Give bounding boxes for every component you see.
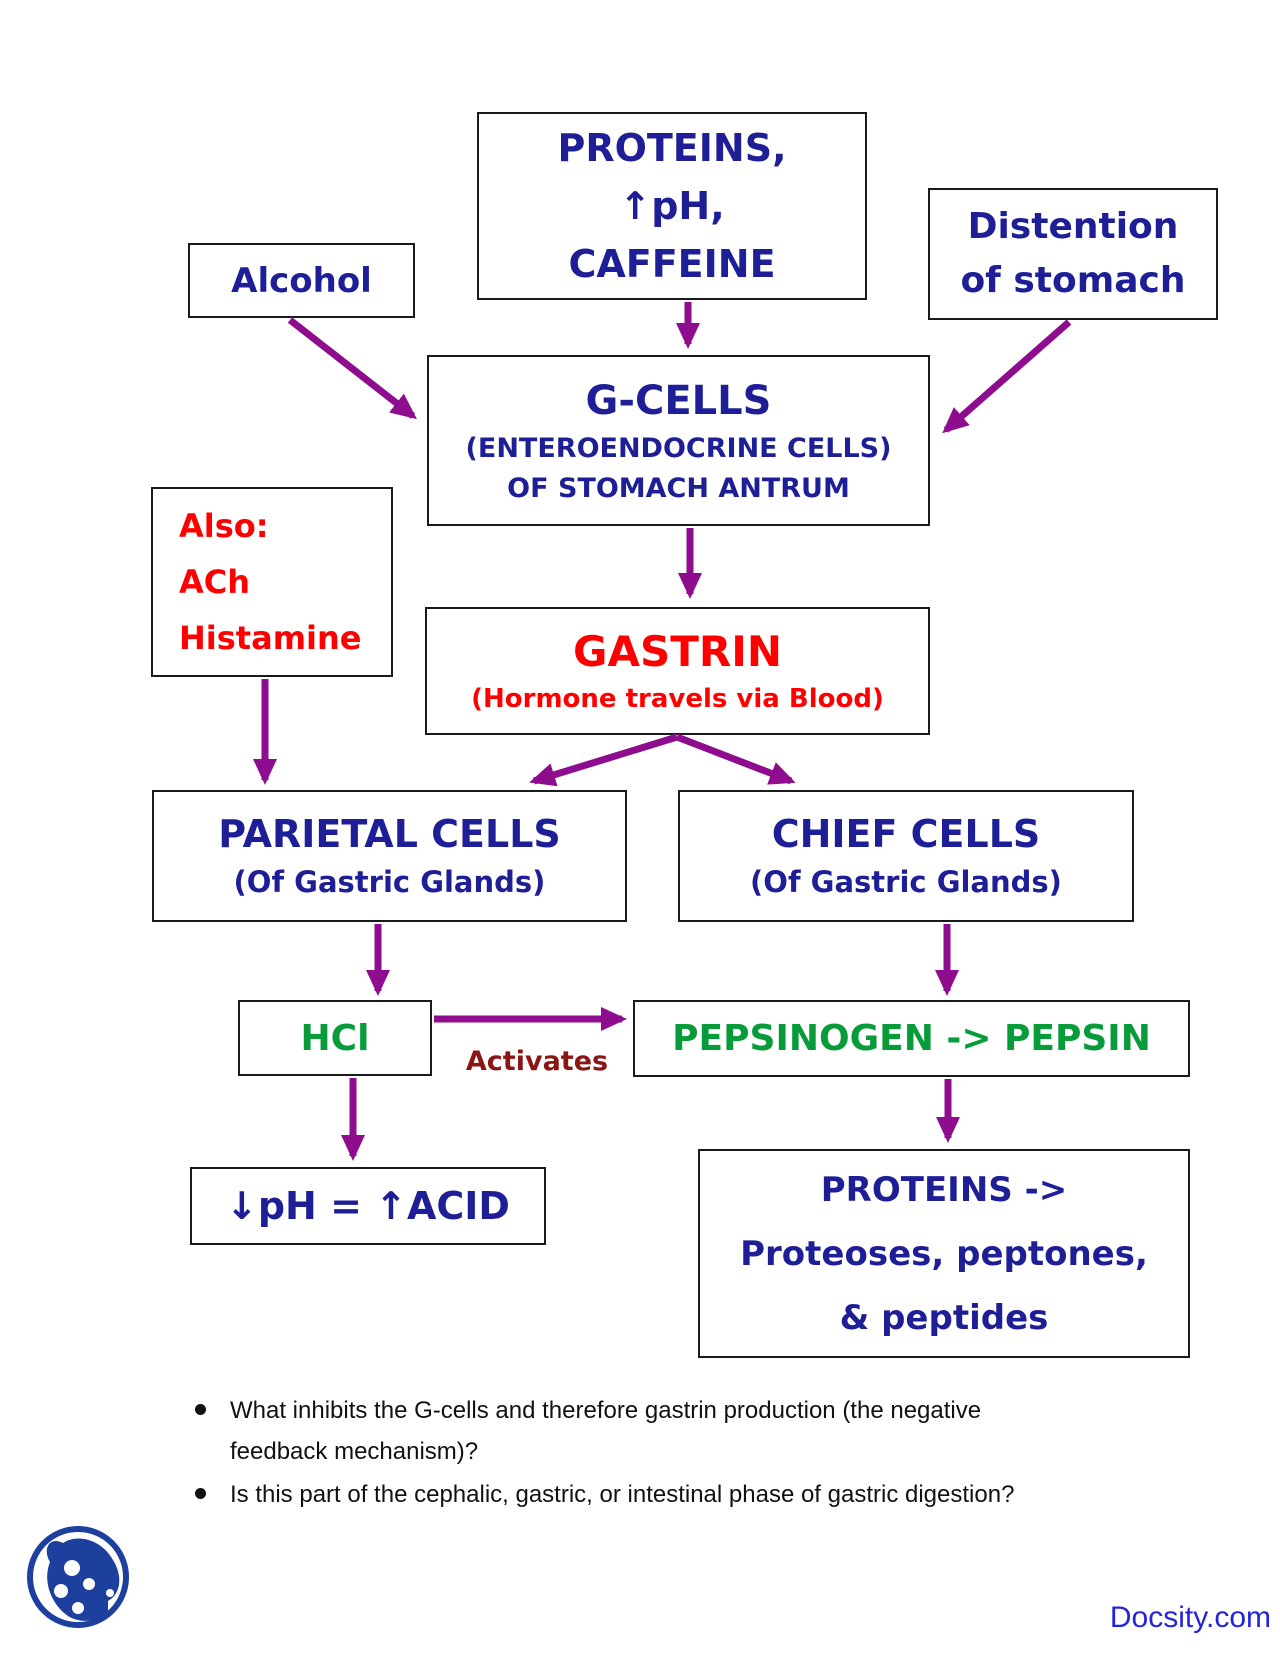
arrow-gastrin-to-parietal xyxy=(529,733,679,787)
note-item: What inhibits the G-cells and therefore … xyxy=(195,1390,1095,1472)
proteins-result-line-1: PROTEINS -> xyxy=(820,1169,1068,1210)
hcl-label: HCl xyxy=(300,1017,370,1059)
distention-line-1: Distention xyxy=(967,206,1179,247)
gastrin-title: GASTRIN xyxy=(573,627,782,676)
note-item: Is this part of the cephalic, gastric, o… xyxy=(195,1474,1095,1515)
chief-subtitle: (Of Gastric Glands) xyxy=(750,865,1062,899)
bullet-icon xyxy=(195,1404,206,1415)
chief-title: CHIEF CELLS xyxy=(771,812,1041,856)
also-line-3: Histamine xyxy=(179,619,362,657)
node-proteins-result: PROTEINS -> Proteoses, peptones, & pepti… xyxy=(698,1149,1190,1358)
bullet-icon xyxy=(195,1488,206,1499)
node-ph-acid: ↓pH = ↑ACID xyxy=(190,1167,546,1245)
gcells-subtitle-1: (ENTEROENDOCRINE CELLS) xyxy=(465,432,892,464)
activates-edge-label: Activates xyxy=(465,1046,609,1077)
node-chief-cells: CHIEF CELLS (Of Gastric Glands) xyxy=(678,790,1134,922)
arrow-alcohol-to-gcells xyxy=(287,317,417,420)
docsity-brand-link[interactable]: Docsity.com xyxy=(1109,1601,1271,1634)
docsity-ocarina-logo-icon xyxy=(27,1526,129,1628)
stimuli-line-1: PROTEINS, xyxy=(557,126,787,170)
gcells-title: G-CELLS xyxy=(585,377,772,424)
gastrin-subtitle: (Hormone travels via Blood) xyxy=(471,684,884,714)
node-parietal-cells: PARIETAL CELLS (Of Gastric Glands) xyxy=(152,790,627,922)
also-line-2: ACh xyxy=(179,563,251,601)
proteins-result-line-2: Proteoses, peptones, xyxy=(740,1233,1148,1274)
node-pepsinogen-pepsin: PEPSINOGEN -> PEPSIN xyxy=(633,1000,1190,1077)
node-stimuli-proteins-ph-caffeine: PROTEINS, ↑pH, CAFFEINE xyxy=(477,112,867,300)
gcells-subtitle-2: OF STOMACH ANTRUM xyxy=(507,472,850,504)
distention-line-2: of stomach xyxy=(960,260,1186,301)
alcohol-label: Alcohol xyxy=(231,260,372,301)
pepsinogen-label: PEPSINOGEN -> PEPSIN xyxy=(672,1018,1151,1059)
node-gcells: G-CELLS (ENTEROENDOCRINE CELLS) OF STOMA… xyxy=(427,355,930,526)
question-notes: What inhibits the G-cells and therefore … xyxy=(195,1390,1095,1517)
node-gastrin: GASTRIN (Hormone travels via Blood) xyxy=(425,607,930,735)
arrow-distention-to-gcells xyxy=(942,319,1072,434)
parietal-title: PARIETAL CELLS xyxy=(218,812,561,856)
ph-acid-label: ↓pH = ↑ACID xyxy=(226,1184,510,1228)
also-line-1: Also: xyxy=(179,507,269,545)
proteins-result-line-3: & peptides xyxy=(839,1297,1049,1338)
note-text-2: Is this part of the cephalic, gastric, o… xyxy=(230,1481,1015,1508)
node-also-ach-histamine: Also: ACh Histamine xyxy=(151,487,393,677)
node-distention: Distention of stomach xyxy=(928,188,1218,320)
stimuli-line-2: ↑pH, xyxy=(619,184,725,228)
stimuli-line-3: CAFFEINE xyxy=(568,242,776,286)
parietal-subtitle: (Of Gastric Glands) xyxy=(233,865,546,899)
note-text-1: What inhibits the G-cells and therefore … xyxy=(230,1397,982,1465)
node-hcl: HCl xyxy=(238,1000,432,1076)
node-alcohol: Alcohol xyxy=(188,243,415,318)
arrow-gastrin-to-chief xyxy=(675,733,796,785)
